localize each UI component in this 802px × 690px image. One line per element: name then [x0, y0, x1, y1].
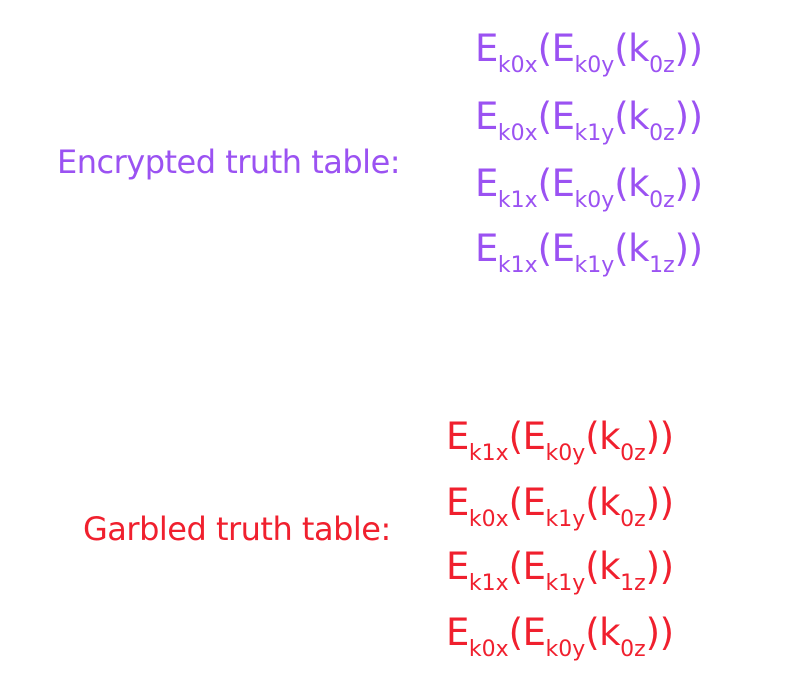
formula-subscript: 1z: [649, 253, 675, 278]
formula-subscript: k1x: [468, 441, 509, 466]
formula-subscript: k0y: [545, 637, 586, 662]
formula-text: (k: [585, 481, 621, 524]
formula-subscript: k0x: [497, 53, 538, 78]
formula-subscript: 0z: [620, 441, 646, 466]
truth-table-row: Ek1x(Ek1y(k1z)): [446, 545, 674, 595]
formula-subscript: k1y: [545, 571, 586, 596]
formula-text: E: [446, 611, 469, 654]
formula-text: )): [645, 481, 674, 524]
formula-text: (E: [508, 611, 546, 654]
formula-subscript: 0z: [649, 121, 675, 146]
formula-text: (k: [614, 27, 650, 70]
formula-subscript: 0z: [620, 507, 646, 532]
formula-subscript: k0y: [574, 53, 615, 78]
formula-text: )): [674, 27, 703, 70]
formula-text: E: [475, 95, 498, 138]
formula-subscript: 0z: [649, 188, 675, 213]
formula-text: (E: [537, 27, 575, 70]
formula-subscript: 0z: [620, 637, 646, 662]
formula-text: )): [645, 545, 674, 588]
formula-subscript: k1x: [497, 253, 538, 278]
formula-subscript: 0z: [649, 53, 675, 78]
formula-subscript: k1x: [497, 188, 538, 213]
formula-text: )): [645, 415, 674, 458]
truth-table-row: Ek0x(Ek0y(k0z)): [446, 611, 674, 661]
formula-text: (E: [508, 415, 546, 458]
truth-table-row: Ek1x(Ek0y(k0z)): [475, 162, 703, 212]
truth-table-row: Ek1x(Ek0y(k0z)): [446, 415, 674, 465]
garbled-truth-table-label: Garbled truth table:: [83, 510, 391, 548]
encrypted-truth-table-label: Encrypted truth table:: [57, 143, 401, 181]
formula-text: E: [446, 545, 469, 588]
formula-subscript: 1z: [620, 571, 646, 596]
formula-subscript: k0x: [497, 121, 538, 146]
formula-subscript: k1x: [468, 571, 509, 596]
formula-text: E: [446, 415, 469, 458]
formula-text: (E: [537, 162, 575, 205]
formula-text: (k: [585, 415, 621, 458]
formula-text: (k: [614, 95, 650, 138]
formula-text: (k: [585, 611, 621, 654]
truth-table-row: Ek0x(Ek1y(k0z)): [475, 95, 703, 145]
formula-subscript: k1y: [574, 121, 615, 146]
formula-text: (E: [508, 545, 546, 588]
truth-table-row: Ek0x(Ek0y(k0z)): [475, 27, 703, 77]
formula-subscript: k0x: [468, 637, 509, 662]
formula-text: E: [446, 481, 469, 524]
formula-text: )): [674, 95, 703, 138]
formula-subscript: k0x: [468, 507, 509, 532]
formula-subscript: k0y: [545, 441, 586, 466]
truth-table-row: Ek1x(Ek1y(k1z)): [475, 227, 703, 277]
formula-text: )): [674, 162, 703, 205]
formula-text: (k: [585, 545, 621, 588]
formula-text: )): [674, 227, 703, 270]
formula-subscript: k1y: [574, 253, 615, 278]
formula-text: (E: [508, 481, 546, 524]
formula-text: (E: [537, 95, 575, 138]
formula-text: E: [475, 227, 498, 270]
formula-text: (k: [614, 227, 650, 270]
formula-subscript: k0y: [574, 188, 615, 213]
formula-subscript: k1y: [545, 507, 586, 532]
formula-text: (E: [537, 227, 575, 270]
formula-text: )): [645, 611, 674, 654]
truth-table-row: Ek0x(Ek1y(k0z)): [446, 481, 674, 531]
formula-text: (k: [614, 162, 650, 205]
formula-text: E: [475, 27, 498, 70]
formula-text: E: [475, 162, 498, 205]
